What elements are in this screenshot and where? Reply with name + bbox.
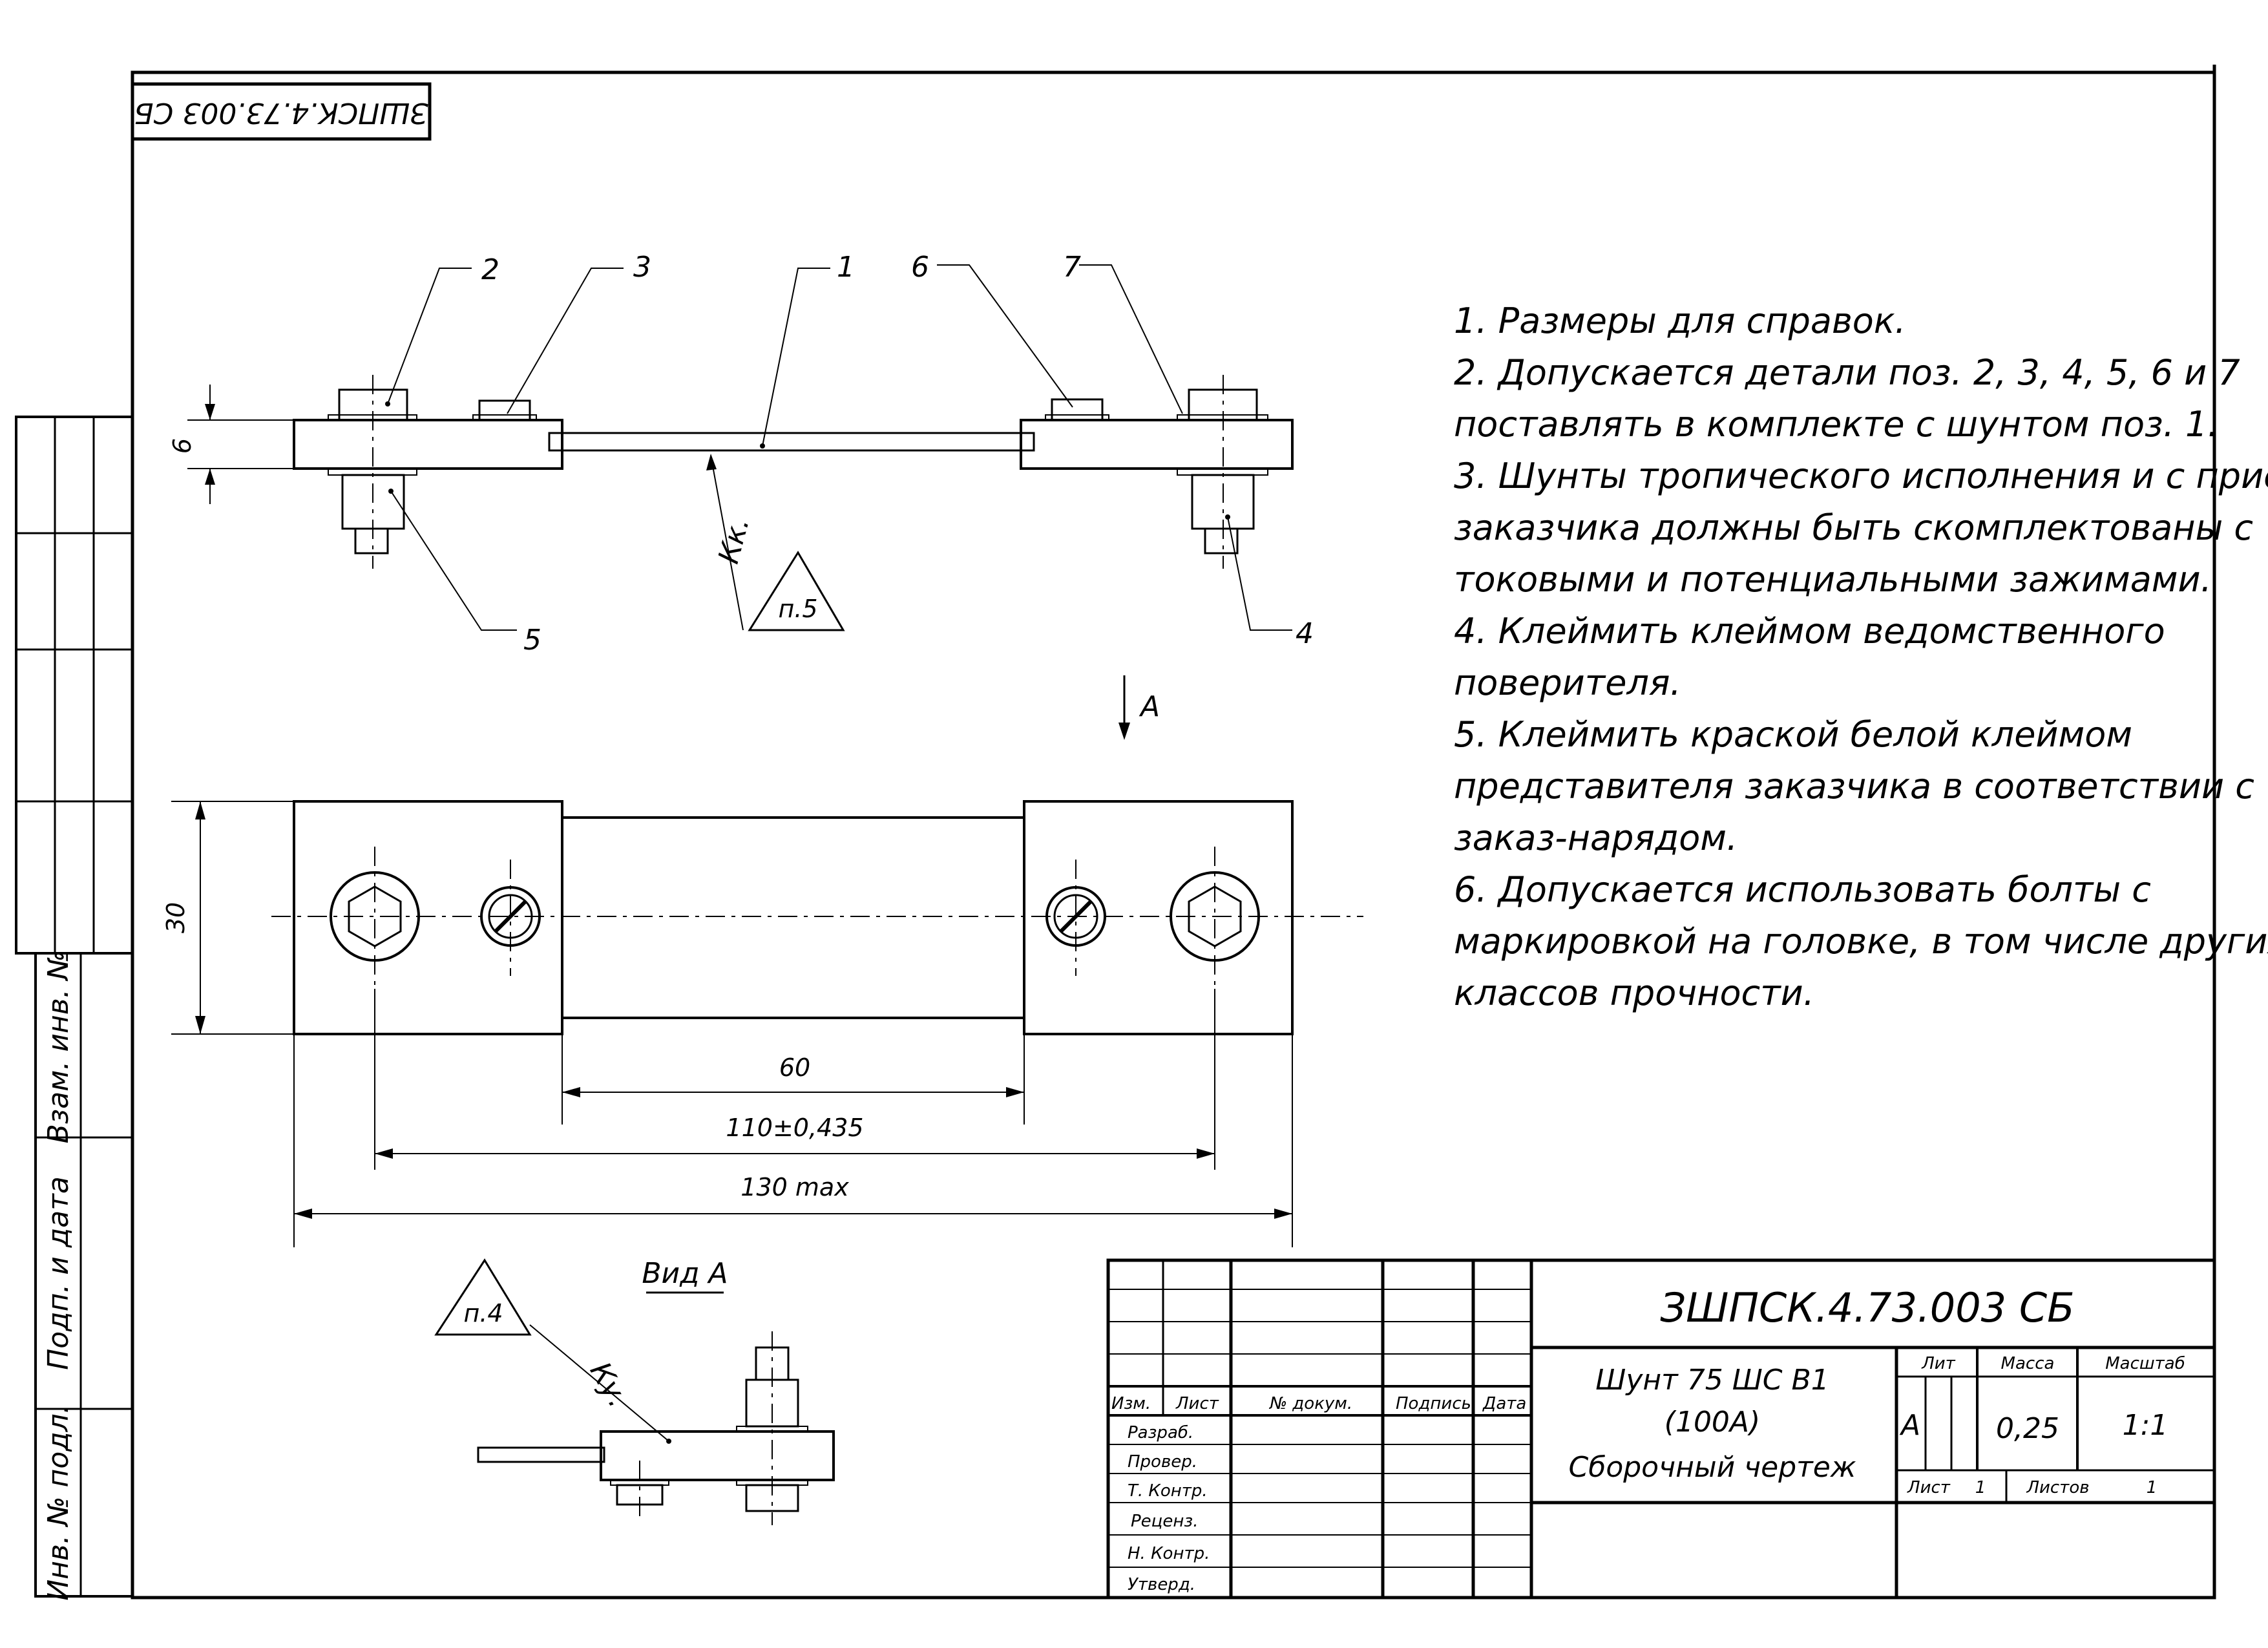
- title-block: [1106, 1258, 2216, 1600]
- note-line: маркировкой на головке, в том числе друг…: [1454, 921, 2268, 962]
- mark-p4: п.4: [463, 1299, 503, 1327]
- note-line: 3. Шунты тропического исполнения и с при…: [1454, 456, 2268, 496]
- view-a-title: Вид A: [642, 1257, 728, 1290]
- sheets-value: 1: [2147, 1478, 2158, 1497]
- role-tech-control: Т. Контр.: [1128, 1481, 1208, 1501]
- position-label-2: 2: [481, 253, 499, 286]
- dimension-130: 130 max: [740, 1173, 849, 1201]
- mark-ku: Ку.: [583, 1357, 635, 1413]
- mass-value: 0,25: [1996, 1412, 2059, 1445]
- note-line: поставлять в комплекте с шунтом поз. 1.: [1454, 404, 2219, 445]
- top-view: [171, 800, 1363, 1247]
- side-label-signature-date: Подп. и дата: [42, 1176, 75, 1370]
- note-line: 6. Допускается использовать болты с: [1454, 869, 2151, 910]
- note-line: токовыми и потенциальными зажимами.: [1454, 559, 2212, 600]
- dimension-height-6: 6: [168, 438, 196, 454]
- mark-p5: п.5: [778, 595, 817, 623]
- mass-label: Масса: [2001, 1354, 2055, 1373]
- dimension-width-30: 30: [162, 902, 190, 933]
- view-a: [434, 1258, 835, 1525]
- role-norm-control: Н. Контр.: [1128, 1544, 1210, 1563]
- left-binding-strip: [15, 416, 134, 1598]
- note-line: 5. Клеймить краской белой клеймом: [1454, 714, 2132, 755]
- top-stamp-box: [131, 82, 432, 141]
- product-name-line-3: Сборочный чертеж: [1568, 1451, 1856, 1484]
- front-view: [187, 264, 1294, 740]
- side-label-replacement: Взам. инв. №: [42, 951, 75, 1144]
- position-label-4: 4: [1296, 617, 1314, 650]
- col-head-date: Дата: [1482, 1394, 1526, 1413]
- position-label-1: 1: [837, 251, 855, 284]
- product-name-line-2: (100А): [1664, 1406, 1760, 1439]
- sheet-value: 1: [1975, 1478, 1986, 1497]
- col-head-sheet: Лист: [1175, 1394, 1219, 1413]
- dimension-110: 110±0,435: [726, 1114, 863, 1142]
- lit-value: А: [1899, 1409, 1920, 1442]
- sheet-label: Лист: [1907, 1478, 1951, 1497]
- side-label-inventory: Инв. № подл.: [42, 1404, 75, 1601]
- sheets-label: Листов: [2026, 1478, 2089, 1497]
- role-developed: Разраб.: [1128, 1423, 1193, 1442]
- position-label-6: 6: [911, 251, 929, 284]
- note-line: заказ-нарядом.: [1454, 818, 1738, 858]
- note-line: 2. Допускается детали поз. 2, 3, 4, 5, 6…: [1454, 352, 2240, 393]
- view-a-arrow-label: A: [1139, 690, 1160, 723]
- dimension-60: 60: [779, 1053, 810, 1082]
- scale-value: 1:1: [2123, 1409, 2168, 1442]
- title-block-code: ЗШПСК.4.73.003 СБ: [1660, 1284, 2074, 1331]
- col-head-change: Изм.: [1111, 1394, 1151, 1413]
- mark-kk: Кк.: [712, 514, 756, 567]
- note-line: классов прочности.: [1454, 973, 1814, 1013]
- note-line: 4. Клеймить клеймом ведомственного: [1454, 611, 2165, 651]
- role-checked: Провер.: [1128, 1452, 1197, 1472]
- position-label-5: 5: [523, 624, 541, 657]
- note-line: заказчика должны быть скомплектованы с: [1454, 507, 2253, 548]
- note-line: представителя заказчика в соответствии с: [1454, 766, 2254, 807]
- scale-label: Масштаб: [2105, 1354, 2185, 1373]
- col-head-signature: Подпись: [1396, 1394, 1471, 1413]
- role-reviewer: Реценз.: [1131, 1512, 1198, 1531]
- role-approved: Утверд.: [1128, 1575, 1195, 1594]
- position-label-3: 3: [633, 251, 651, 284]
- product-name-line-1: Шунт 75 ШС В1: [1595, 1364, 1829, 1397]
- note-line: поверителя.: [1454, 662, 1681, 703]
- position-label-7: 7: [1063, 251, 1081, 284]
- lit-label: Лит: [1921, 1354, 1955, 1373]
- note-line: 1. Размеры для справок.: [1454, 301, 1906, 341]
- top-stamp-code: ЗШПСК.4.73.003 СБ: [134, 96, 428, 129]
- technical-notes: 1. Размеры для справок. 2. Допускается д…: [1454, 301, 2268, 1013]
- col-head-doc: № докум.: [1268, 1394, 1352, 1413]
